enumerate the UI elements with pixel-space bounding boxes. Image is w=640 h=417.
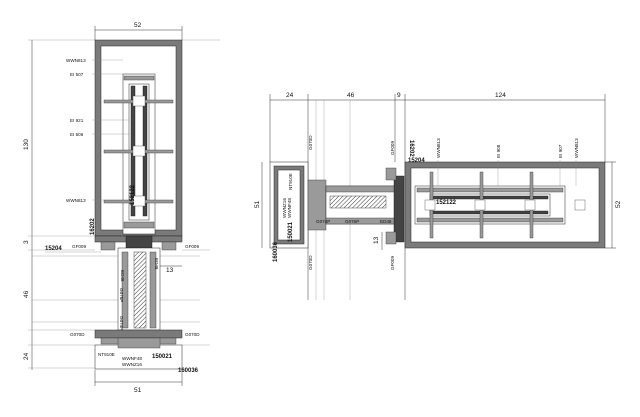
right-ed48: ED48 [380,219,392,224]
right-g070d-b: G070D [308,255,313,270]
right-label-0: WWN813 [436,138,441,158]
left-section-code: 152122 [130,184,136,205]
right-g074p: G074P [316,219,330,224]
left-label-2: EI 921 [70,118,84,123]
left-wwnf: WWNF48 [122,356,142,361]
right-nt: NT910E [288,173,293,190]
right-gf-b: GF009 [390,256,395,270]
left-g070d-l: G070D [70,332,85,337]
right-wwnf: WWNF48 [287,198,292,218]
left-section-view: 52 130 3 46 24 WWN813 [23,22,220,394]
right-section-view: 24 46 9 124 NT910E WWNZ16 WWNF48 150021 … [254,92,622,300]
right-dim-13: 13 [373,236,380,244]
right-code-15204: 15204 [408,158,425,164]
left-code-16202: 16202 [90,218,96,235]
left-code-160036: 160036 [178,368,199,374]
right-dim-124: 124 [495,92,506,99]
dim-mid: 46 [23,290,30,298]
right-code-160036: 160036 [273,241,279,262]
left-gf-left: GF009 [72,244,86,249]
left-code-15204: 15204 [45,246,62,252]
left-dim-bottom: 51 [134,387,142,394]
right-gf-t: GF009 [390,141,395,155]
dim-low: 24 [23,352,30,360]
right-label-3: WWN813 [574,138,579,158]
right-code-16202: 16202 [408,140,414,157]
dim-height-main: 130 [23,139,30,150]
left-dim-13: 13 [166,267,174,274]
left-label-3: EI 506 [70,132,84,137]
dim-gap: 3 [23,240,30,244]
right-section-code: 152122 [436,200,457,206]
right-g076p: G076P [345,219,359,224]
right-g070d-t: G070D [308,135,313,150]
right-dim-46: 46 [347,92,355,99]
right-label-2: EI 907 [558,144,563,158]
left-code-150021: 150021 [152,354,173,360]
left-gf-right: GF009 [185,244,199,249]
right-dim-24: 24 [286,92,294,99]
left-g076p: G076P [119,288,124,302]
right-dim-51: 51 [254,200,261,208]
left-nt: NT910E [98,352,115,357]
right-code-150021: 150021 [288,221,294,242]
left-label-1: EI 507 [70,72,84,77]
right-label-1: EI 908 [496,144,501,158]
right-dim-52: 52 [615,200,622,208]
left-g074p: G074P [119,316,124,330]
dim-top: 52 [134,22,142,29]
right-dim-9: 9 [397,92,401,99]
left-label-4: WWN813 [66,198,86,203]
left-ed48-b: ED48 [154,258,159,270]
left-wwnz: WWNZ16 [122,362,142,367]
left-label-0: WWN813 [66,58,86,63]
left-g070d-r: G070D [185,332,200,337]
right-wwnz: WWNZ16 [282,198,287,218]
left-ed48-a: ED48 [120,270,125,282]
